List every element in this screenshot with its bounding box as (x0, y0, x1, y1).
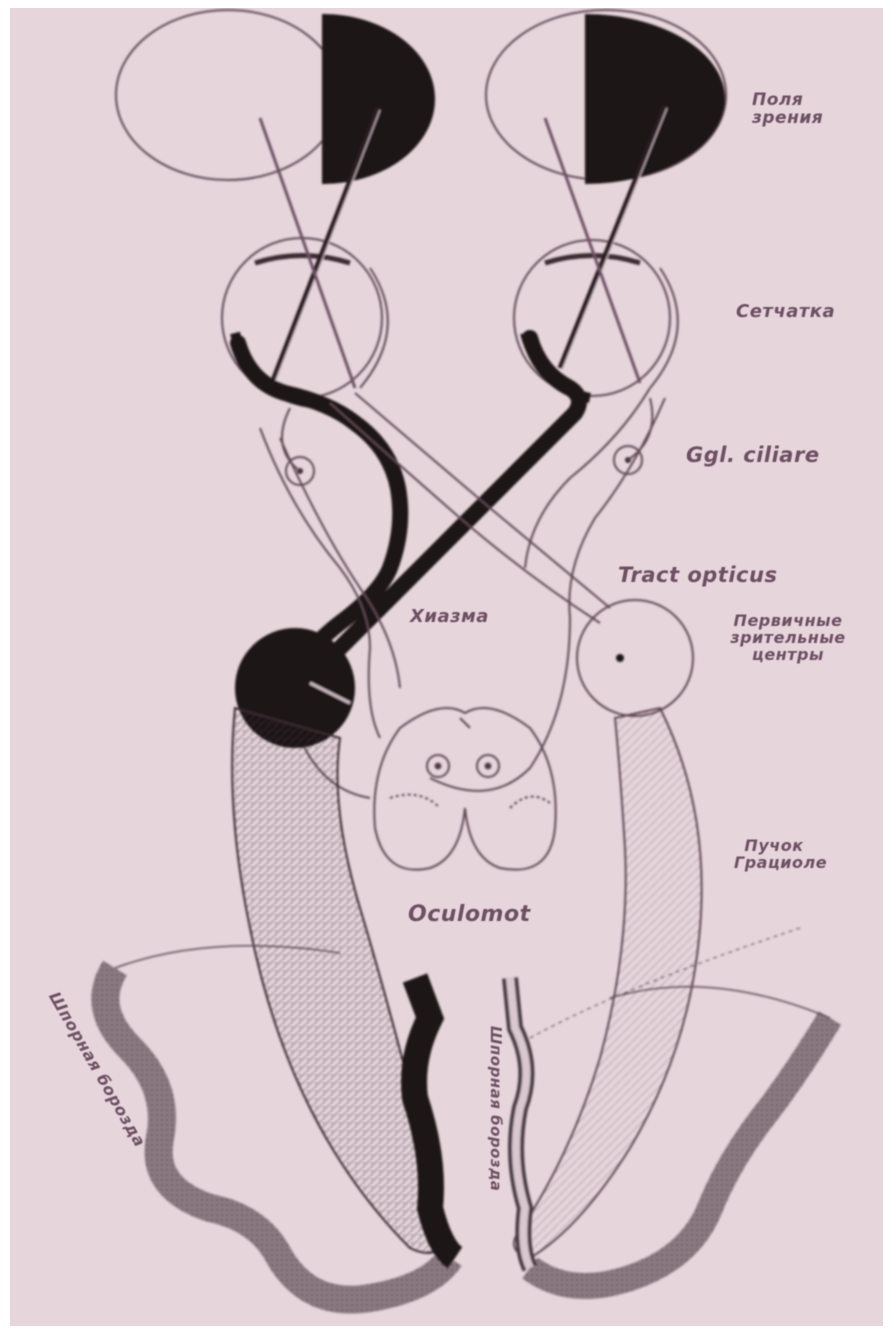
calcarine-sulcus-left (414, 978, 455, 1258)
label-chiasm: Хиазма (410, 608, 489, 627)
label-visual-fields: Поля зрения (752, 92, 822, 128)
label-primary-visual-centers: Первичные зрительные центры (728, 613, 848, 663)
optic-pathway-highlighted (238, 338, 579, 658)
visual-field-right (486, 10, 726, 184)
eye-left (222, 238, 388, 403)
label-retina: Сетчатка (736, 303, 835, 322)
label-graciole-bundle: Пучок Грациоле (734, 838, 814, 872)
primary-visual-center-right (577, 600, 693, 716)
label-optic-tract: Tract opticus (618, 564, 777, 586)
label-oculomotor: Oculomot (408, 903, 531, 926)
label-cortex-right: Шпорная борозда (487, 1026, 503, 1226)
diagram-page: Поля зрения Сетчатка Ggl. ciliare Tract … (10, 8, 883, 1326)
optic-radiation-right (514, 708, 800, 1258)
label-ciliary-ganglion: Ggl. ciliare (686, 444, 820, 466)
